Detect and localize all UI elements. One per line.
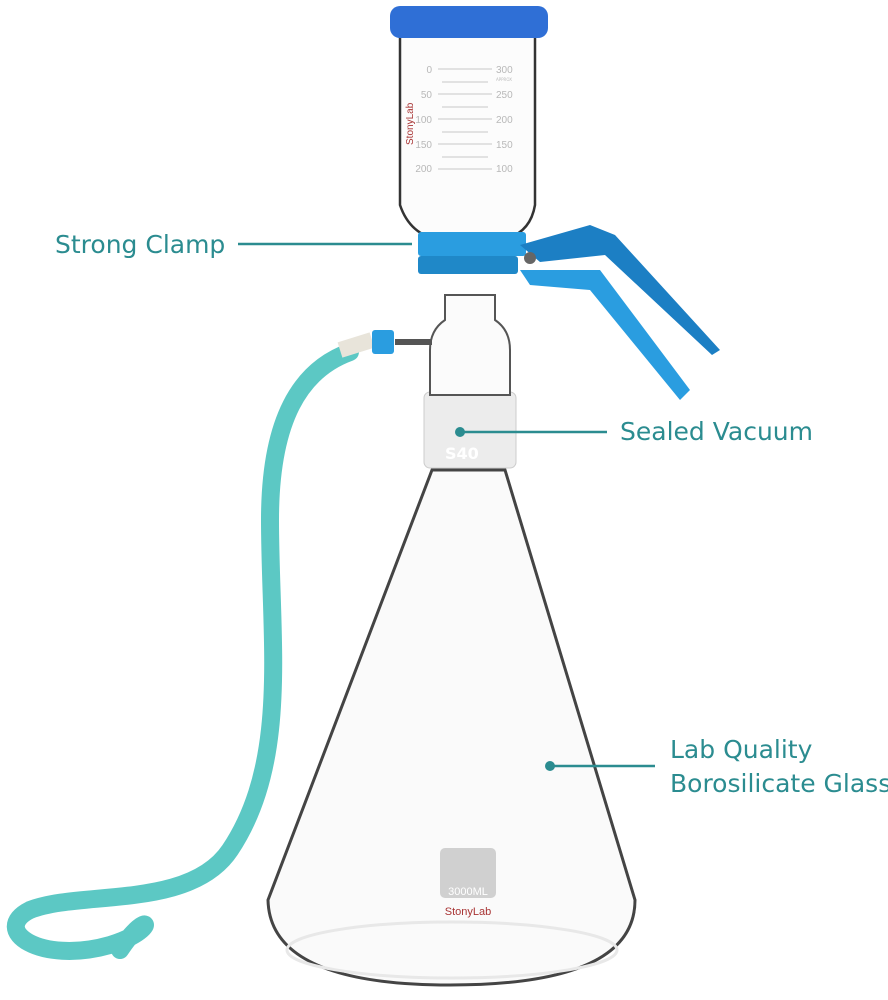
scale-right-label: 100 <box>496 164 513 175</box>
scale-left-label: 100 <box>415 115 432 126</box>
filter-adapter <box>429 294 511 396</box>
scale-right-label: 200 <box>496 115 513 126</box>
funnel-reservoir <box>398 33 537 242</box>
scale-ticks <box>438 68 492 170</box>
callout-sealed-vacuum: Sealed Vacuum <box>620 417 813 446</box>
funnel-brand: StonyLab <box>405 102 416 145</box>
flask-capacity: 3000ML <box>448 886 488 898</box>
funnel-cap <box>390 6 548 38</box>
clamp <box>418 225 720 400</box>
callout-strong-clamp: Strong Clamp <box>55 230 226 259</box>
funnel-scale: 0 50 100 150 200 300 250 200 150 100 APP… <box>405 65 513 175</box>
flask-base-reflection <box>285 920 619 980</box>
scale-approx: APPROX <box>496 77 512 82</box>
vacuum-callout-dot <box>455 427 465 437</box>
glass-callout-dot <box>545 761 555 771</box>
hose-connector <box>372 330 394 354</box>
callout-glass-line2: Borosilicate Glass <box>670 769 888 798</box>
scale-right-label: 250 <box>496 90 513 101</box>
scale-left-label: 150 <box>415 140 432 151</box>
hose-end-sleeve <box>337 332 375 358</box>
scale-right-label: 150 <box>496 140 513 151</box>
scale-left-label: 0 <box>426 65 432 76</box>
scale-right-label: 300 <box>496 65 513 76</box>
scale-left-label: 200 <box>415 164 432 175</box>
callout-glass-line1: Lab Quality <box>670 735 813 764</box>
flask-label-patch <box>440 848 496 898</box>
vacuum-hose <box>6 343 359 960</box>
joint-mark: S40 <box>445 444 479 463</box>
scale-left-label: 50 <box>421 90 433 101</box>
flask <box>266 468 637 987</box>
flask-brand: StonyLab <box>445 906 491 918</box>
